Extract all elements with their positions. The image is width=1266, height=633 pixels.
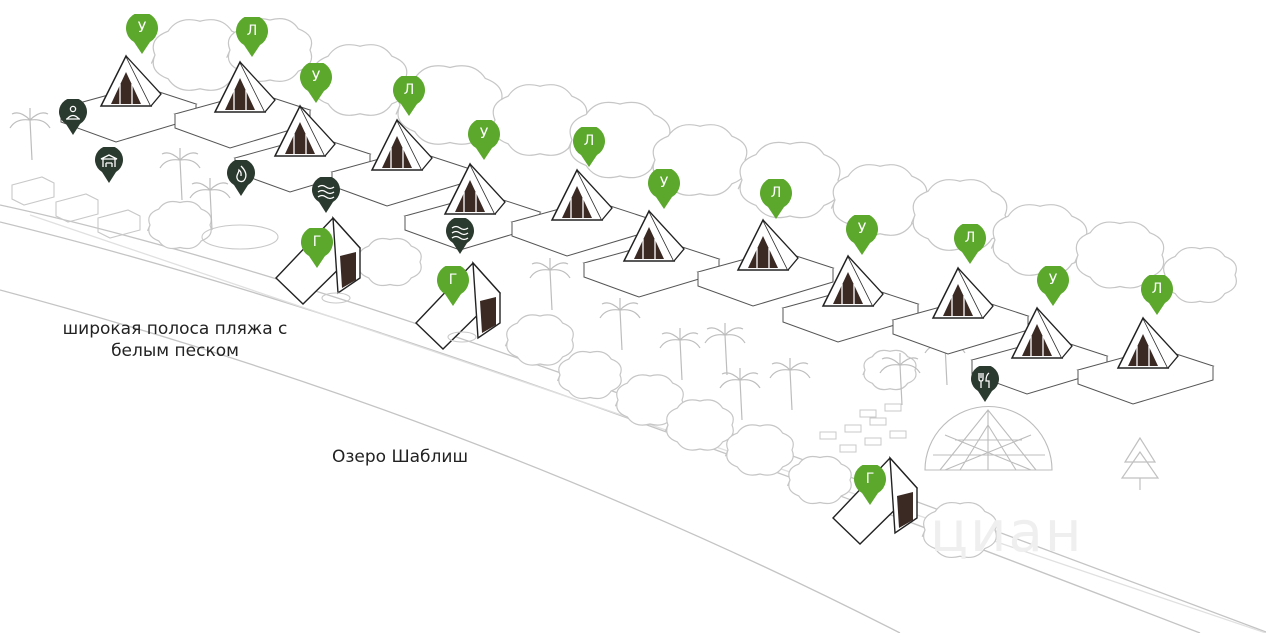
palm [704, 323, 746, 376]
tree [1074, 221, 1165, 289]
fire-icon[interactable] [226, 160, 256, 198]
a-frame-house [510, 168, 649, 257]
house-pin[interactable]: Л [1140, 275, 1174, 317]
house-pin[interactable]: Г [300, 228, 334, 270]
spa-icon[interactable] [58, 99, 88, 137]
house-pin[interactable]: Г [853, 465, 887, 507]
gazebo-icon[interactable] [94, 147, 124, 185]
a-frame-house [696, 218, 835, 307]
house-pin[interactable]: Л [953, 224, 987, 266]
tree [490, 84, 588, 156]
watermark: циан [930, 500, 1084, 565]
water-icon[interactable] [445, 218, 475, 256]
tree [1161, 246, 1237, 304]
house-pin[interactable]: У [125, 14, 159, 56]
house-pin[interactable]: У [845, 215, 879, 257]
geodesic-dome [924, 406, 1053, 471]
house-pin[interactable]: Л [392, 76, 426, 118]
tree [614, 374, 684, 426]
tree [504, 314, 574, 366]
tree [147, 200, 212, 250]
tree [862, 349, 917, 391]
tree [921, 501, 997, 559]
palm [599, 298, 641, 351]
palm [529, 258, 571, 311]
house-pin[interactable]: Г [436, 266, 470, 308]
a-frame-house [173, 60, 312, 149]
tree [664, 399, 734, 451]
house-pin[interactable]: Л [759, 179, 793, 221]
palm [9, 108, 51, 161]
a-frame-house [59, 54, 198, 143]
large-house [415, 261, 501, 350]
restaurant-icon[interactable] [970, 366, 1000, 404]
a-frame-house [330, 118, 469, 207]
house-pin[interactable]: У [299, 63, 333, 105]
palm [189, 178, 231, 231]
a-frame-house [233, 104, 372, 193]
house-pin[interactable]: Л [572, 127, 606, 169]
house-pin[interactable]: У [467, 120, 501, 162]
palm [879, 353, 921, 406]
a-frame-house [582, 209, 721, 298]
palm [659, 328, 701, 381]
large-house [832, 456, 918, 545]
tree [724, 424, 794, 476]
tree [990, 204, 1088, 276]
house-pin[interactable]: У [647, 169, 681, 211]
tree [787, 455, 852, 505]
tree [357, 237, 422, 287]
palm [719, 368, 761, 421]
beach-label: широкая полоса пляжа с белым песком [62, 319, 288, 361]
a-frame-house [891, 266, 1030, 355]
water-icon[interactable] [311, 177, 341, 215]
lake-label: Озеро Шаблиш [331, 447, 469, 467]
house-pin[interactable]: У [1036, 266, 1070, 308]
tree [557, 350, 622, 400]
palm [159, 148, 201, 201]
a-frame-house [1076, 316, 1215, 405]
house-pin[interactable]: Л [235, 17, 269, 59]
palm [769, 358, 811, 411]
